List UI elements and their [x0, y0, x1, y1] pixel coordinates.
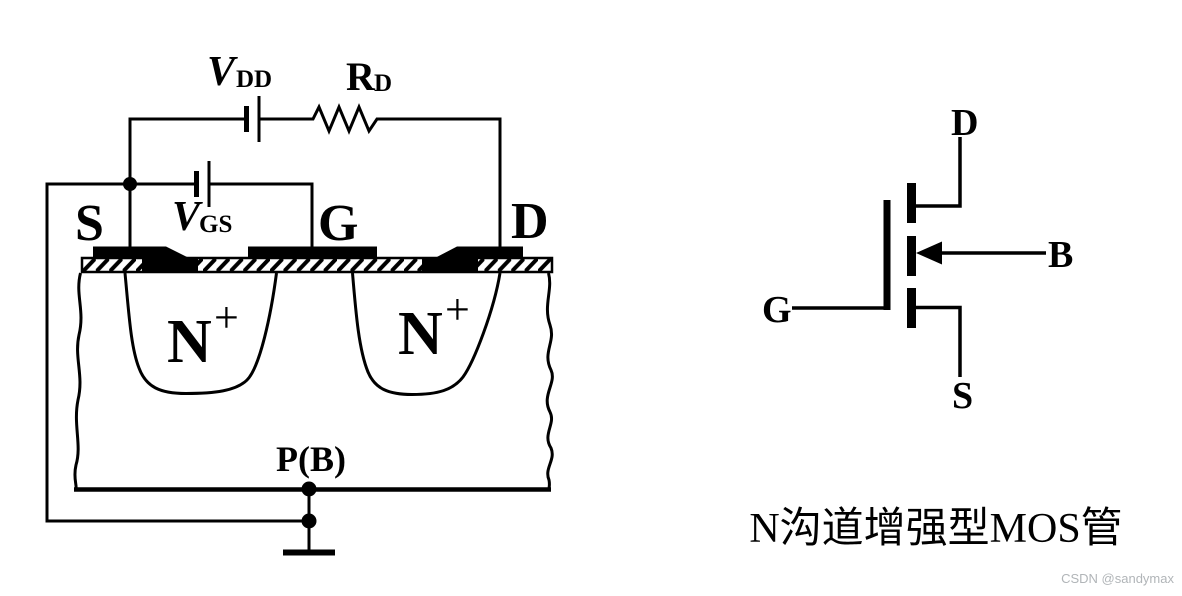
mosfet-symbol-labels: D B G S — [762, 102, 1073, 417]
figure-caption: N沟道增强型MOS管 — [749, 506, 1123, 552]
vgs-wire-right — [209, 182, 314, 247]
vdd-loop-wire-right — [260, 103, 502, 247]
substrate-left-edge — [73, 272, 83, 490]
node-dot-ground — [301, 513, 317, 529]
drain-n-plus-label: N — [398, 300, 443, 368]
symbol-bulk-label: B — [1048, 234, 1073, 276]
node-dot-substrate — [301, 481, 317, 497]
symbol-drain-label: D — [951, 102, 978, 144]
gate-terminal-label: G — [318, 195, 358, 252]
vgs-label: V — [172, 194, 203, 240]
watermark-text: CSDN @sandymax — [1061, 571, 1174, 586]
drain-n-plus-superscript: + — [445, 285, 470, 334]
cross-section-diagram — [45, 96, 554, 556]
drain-terminal-label: D — [511, 193, 549, 250]
source-n-plus-label: N — [167, 308, 212, 376]
gate-electrode — [248, 246, 377, 259]
source-n-well — [123, 272, 278, 396]
mosfet-symbol — [792, 137, 1046, 377]
symbol-bulk-arrow-icon — [916, 241, 942, 265]
source-ground-wire — [45, 182, 309, 523]
rd-label: R — [346, 54, 376, 99]
source-electrode — [93, 246, 191, 259]
symbol-source-lead — [916, 305, 962, 377]
drain-n-well — [351, 272, 502, 397]
source-contact-window — [142, 257, 198, 273]
node-dot-source — [123, 177, 137, 191]
substrate-right-edge — [545, 272, 554, 490]
drain-contact-window — [422, 257, 478, 273]
symbol-drain-lead — [916, 137, 962, 208]
symbol-gate-label: G — [762, 289, 792, 331]
drain-electrode — [433, 246, 523, 259]
vgs-label-subscript: GS — [199, 211, 232, 238]
vdd-label: V — [207, 49, 238, 95]
substrate-label: P(B) — [276, 439, 346, 479]
rd-label-subscript: D — [374, 70, 392, 97]
source-terminal-label: S — [75, 195, 104, 252]
vdd-label-subscript: DD — [236, 66, 272, 93]
vdd-battery-icon — [244, 96, 261, 142]
source-n-plus-superscript: + — [214, 293, 239, 342]
vdd-loop-wire-left — [128, 117, 245, 248]
symbol-source-label: S — [952, 375, 973, 417]
cross-section-labels: S G D V DD R D V GS N + N + P(B) — [75, 49, 549, 479]
